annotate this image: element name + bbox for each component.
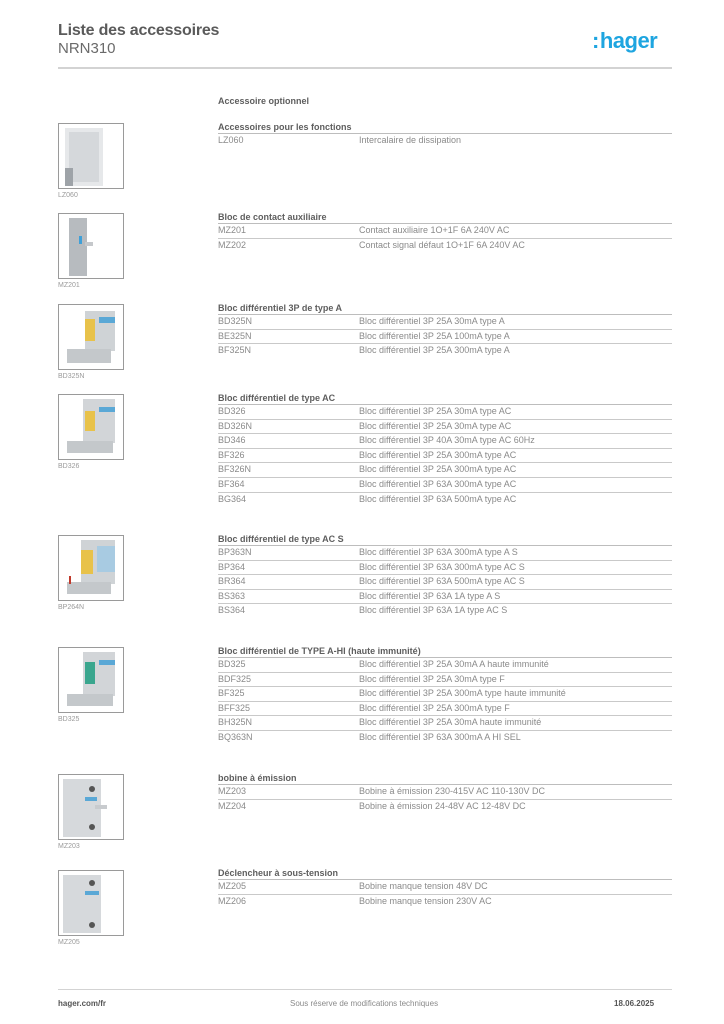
image-caption: MZ205 <box>58 939 80 946</box>
footer-notice: Sous réserve de modifications techniques <box>290 999 439 1008</box>
image-caption: BP264N <box>58 604 85 611</box>
page-title: Liste des accessoires <box>58 22 220 39</box>
product-image-mz201 <box>58 213 124 279</box>
rcd-block-icon <box>67 399 115 453</box>
section-bloc-differentiel-type-a-hi: Bloc différentiel de TYPE A-HI (haute im… <box>218 646 672 746</box>
image-caption: LZ060 <box>58 192 78 199</box>
section-title: bobine à émission <box>218 773 672 785</box>
section-title: Bloc différentiel de TYPE A-HI (haute im… <box>218 646 672 658</box>
undervoltage-release-icon <box>63 875 101 933</box>
auxiliary-contact-icon <box>69 218 93 276</box>
product-image-lz060 <box>58 123 124 189</box>
rcd-block-icon <box>67 311 115 363</box>
footer-date: 18.06.2025 <box>614 999 655 1008</box>
optional-accessories-heading: Accessoire optionnel <box>218 96 310 106</box>
logo-colon-icon: : <box>592 28 599 53</box>
section-title: Bloc différentiel 3P de type A <box>218 303 672 315</box>
product-image-bp264n <box>58 535 124 601</box>
product-image-mz203 <box>58 774 124 840</box>
footer-website-link[interactable]: hager.com/fr <box>58 999 107 1008</box>
image-caption: MZ203 <box>58 843 80 850</box>
footer-divider <box>58 989 672 990</box>
product-image-bd326 <box>58 394 124 460</box>
image-caption: BD325 <box>58 716 80 723</box>
section-title: Bloc de contact auxiliaire <box>218 212 672 224</box>
section-title: Accessoires pour les fonctions <box>218 122 672 134</box>
image-caption: BD326 <box>58 463 80 470</box>
rcd-block-icon <box>67 540 115 594</box>
product-image-bd325n <box>58 304 124 370</box>
product-image-bd325 <box>58 647 124 713</box>
image-caption: MZ201 <box>58 282 80 289</box>
hager-logo: :hager <box>592 28 658 53</box>
section-title: Bloc différentiel de type AC <box>218 393 672 405</box>
product-reference: NRN310 <box>58 40 116 57</box>
image-caption: BD325N <box>58 373 85 380</box>
header-divider <box>58 67 672 69</box>
section-title: Bloc différentiel de type AC S <box>218 534 672 546</box>
rcd-block-icon <box>67 652 115 706</box>
shunt-trip-icon <box>63 779 107 837</box>
section-title: Déclencheur à sous-tension <box>218 868 672 880</box>
product-image-mz205 <box>58 870 124 936</box>
spacer-module-icon <box>65 128 103 186</box>
